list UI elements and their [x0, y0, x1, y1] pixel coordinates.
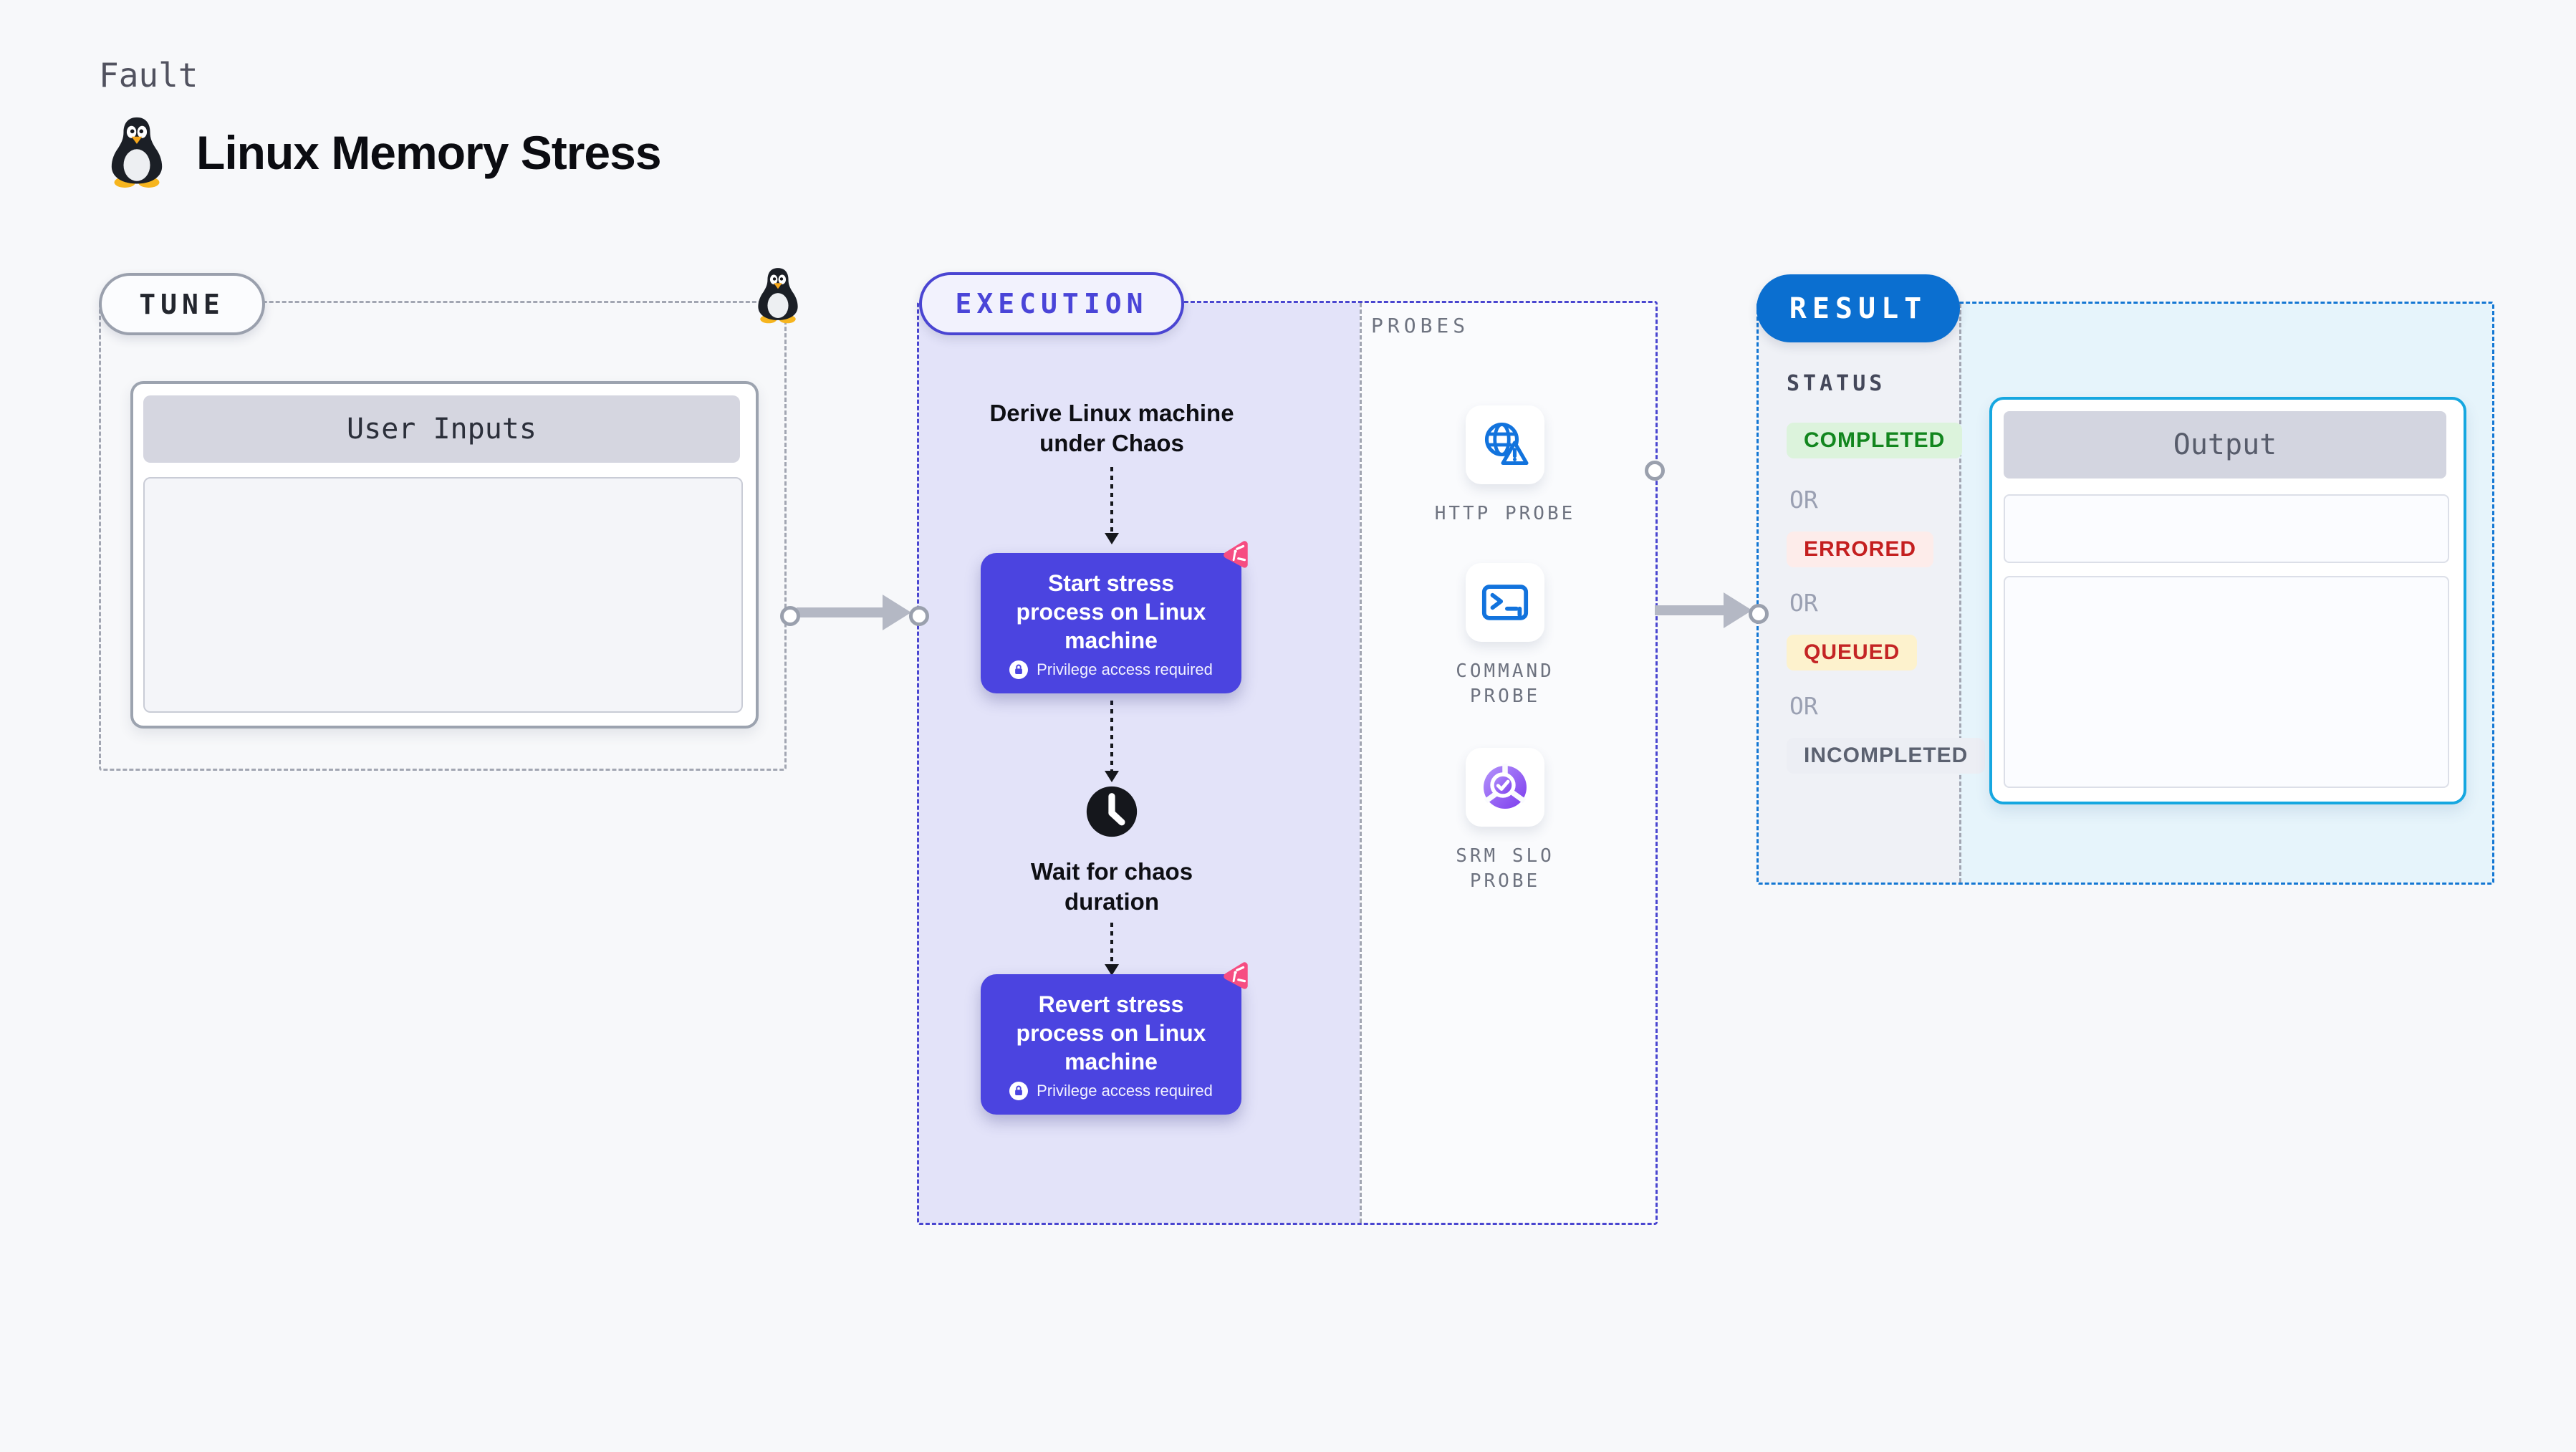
output-title: Output: [2173, 428, 2277, 461]
status-heading: STATUS: [1787, 371, 1886, 396]
derive-line2: under Chaos: [1039, 430, 1184, 456]
or-separator: OR: [1789, 692, 1818, 720]
http-probe-card[interactable]: [1466, 405, 1544, 484]
probe-label-line: COMMAND: [1456, 660, 1554, 682]
start-line1: Start stress: [1047, 570, 1175, 596]
page-title: Linux Memory Stress: [196, 126, 662, 179]
output-header: Output: [2004, 411, 2446, 479]
command-probe-card[interactable]: [1466, 563, 1544, 642]
tune-to-execution-arrow: [797, 607, 883, 617]
wait-duration-text: Wait for chaos duration: [961, 857, 1262, 917]
chaos-ribbon-icon: [1219, 958, 1251, 991]
tune-section-box: [99, 301, 787, 771]
linux-penguin-icon: [755, 262, 801, 328]
privilege-note-row: Privilege access required: [981, 660, 1241, 679]
derive-line1: Derive Linux machine: [989, 400, 1234, 426]
execution-to-result-arrow: [1655, 605, 1724, 615]
privilege-note: Privilege access required: [1037, 1082, 1213, 1100]
wait-line1: Wait for chaos: [1030, 858, 1193, 885]
execution-pill: EXECUTION: [919, 272, 1184, 335]
probe-label-line: SRM SLO: [1456, 845, 1554, 867]
chaos-ribbon-icon: [1219, 537, 1251, 570]
fault-kicker: Fault: [99, 56, 198, 95]
arrow-head-icon: [883, 595, 911, 630]
start-line3: machine: [1064, 628, 1158, 653]
connector-dot: [780, 606, 800, 626]
globe-alert-icon: [1479, 419, 1531, 471]
revert-line3: machine: [1064, 1049, 1158, 1074]
privilege-note-row: Privilege access required: [981, 1082, 1241, 1100]
privilege-note: Privilege access required: [1037, 660, 1213, 678]
probe-results-row: [2004, 576, 2449, 788]
chaos-details-panel: [143, 477, 743, 713]
donut-check-icon: [1479, 761, 1531, 813]
probe-label-line: PROBE: [1469, 686, 1541, 707]
metrics-row: [2004, 494, 2449, 563]
user-inputs-title: User Inputs: [347, 413, 537, 446]
flow-arrow-down-icon: [1105, 701, 1119, 782]
result-pill: RESULT: [1756, 274, 1960, 342]
result-pill-label: RESULT: [1789, 292, 1928, 325]
probe-label-line: HTTP PROBE: [1434, 503, 1576, 524]
arrow-head-icon: [1724, 592, 1752, 628]
http-probe-label: HTTP PROBE: [1412, 501, 1598, 527]
derive-machine-text: Derive Linux machine under Chaos: [961, 398, 1262, 458]
or-separator: OR: [1789, 486, 1818, 514]
clock-icon: [1085, 785, 1138, 838]
status-badge-incompleted: INCOMPLETED: [1787, 738, 1986, 774]
start-line2: process on Linux: [1016, 599, 1206, 625]
linux-penguin-icon: [107, 116, 166, 188]
revert-line1: Revert stress: [1038, 991, 1184, 1017]
flow-arrow-down-icon: [1105, 923, 1119, 976]
start-stress-node[interactable]: Start stress process on Linux machine Pr…: [981, 553, 1241, 693]
revert-line2: process on Linux: [1016, 1020, 1206, 1046]
user-inputs-header: User Inputs: [143, 395, 740, 463]
revert-stress-node[interactable]: Revert stress process on Linux machine P…: [981, 974, 1241, 1115]
srm-slo-probe-card[interactable]: [1466, 748, 1544, 827]
status-badge-errored: ERRORED: [1787, 532, 1934, 567]
srm-slo-probe-label: SRM SLO PROBE: [1412, 844, 1598, 894]
status-badge-queued: QUEUED: [1787, 635, 1918, 670]
tune-pill-label: TUNE: [139, 288, 225, 320]
tune-pill: TUNE: [99, 273, 265, 335]
flow-arrow-down-icon: [1105, 467, 1119, 544]
connector-dot: [1645, 461, 1665, 481]
connector-dot: [1749, 604, 1769, 624]
lock-icon: [1009, 1082, 1028, 1100]
wait-line2: duration: [1064, 888, 1159, 915]
status-badge-completed: COMPLETED: [1787, 423, 1963, 458]
command-probe-label: COMMAND PROBE: [1412, 659, 1598, 709]
probe-label-line: PROBE: [1469, 870, 1541, 892]
terminal-icon: [1480, 577, 1530, 628]
execution-pill-label: EXECUTION: [955, 288, 1148, 319]
connector-dot: [909, 606, 929, 626]
or-separator: OR: [1789, 589, 1818, 617]
lock-icon: [1009, 660, 1028, 679]
status-panel: [1759, 304, 1959, 883]
probes-label: PROBES: [1371, 314, 1470, 337]
